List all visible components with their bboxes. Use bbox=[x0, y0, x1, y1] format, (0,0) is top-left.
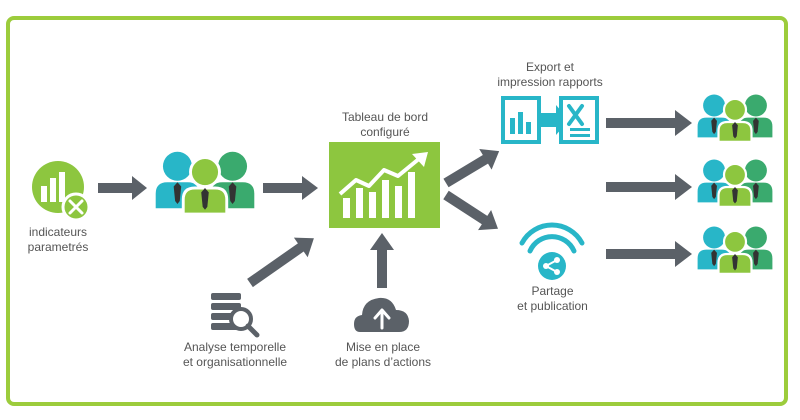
label-dashboard: Tableau de bord configuré bbox=[315, 110, 455, 140]
trend-chart-icon bbox=[329, 142, 440, 228]
arrow-dashboard-to-sharing bbox=[443, 190, 498, 231]
label-actions-line2: de plans d’actions bbox=[334, 355, 432, 369]
label-indicators: indicateurs parametrés bbox=[18, 225, 98, 255]
wifi-share-icon bbox=[519, 222, 585, 280]
arrow-team-to-dashboard bbox=[263, 176, 318, 200]
label-export-line1: Export et bbox=[525, 60, 575, 74]
flow-arrows bbox=[98, 110, 692, 288]
users-group-icon bbox=[156, 152, 255, 214]
label-dashboard-line2: configuré bbox=[360, 125, 410, 139]
label-analysis-line2: et organisationnelle bbox=[182, 355, 288, 369]
arrow-dashboard-to-export bbox=[443, 149, 500, 188]
cloud-upload-icon bbox=[354, 297, 409, 332]
arrow-analysis-to-dashboard bbox=[247, 237, 314, 288]
excel-export-icon bbox=[501, 96, 599, 144]
users-group-icon-middle bbox=[698, 160, 773, 207]
users-group-icon-top bbox=[698, 95, 773, 142]
arrow-middle-to-team bbox=[606, 174, 692, 200]
label-indicators-line2: parametrés bbox=[27, 240, 89, 254]
arrow-export-to-team-top bbox=[606, 110, 692, 136]
arrow-actions-to-dashboard bbox=[370, 233, 394, 288]
chart-settings-icon bbox=[32, 161, 91, 222]
arrow-indicators-to-team bbox=[98, 176, 147, 200]
label-dashboard-line1: Tableau de bord bbox=[341, 110, 429, 124]
label-actions: Mise en place de plans d’actions bbox=[318, 340, 448, 370]
label-actions-line1: Mise en place bbox=[345, 340, 421, 354]
label-sharing-line2: et publication bbox=[517, 299, 588, 313]
label-indicators-line1: indicateurs bbox=[28, 225, 88, 239]
label-sharing-line1: Partage bbox=[531, 284, 574, 298]
label-analysis: Analyse temporelle et organisationnelle bbox=[160, 340, 310, 370]
label-export: Export et impression rapports bbox=[480, 60, 620, 90]
label-export-line2: impression rapports bbox=[497, 75, 603, 89]
label-sharing: Partage et publication bbox=[495, 284, 610, 314]
users-group-icon-bottom bbox=[698, 227, 773, 274]
label-analysis-line1: Analyse temporelle bbox=[183, 340, 287, 354]
database-search-icon bbox=[211, 293, 260, 338]
arrow-sharing-to-team-bottom bbox=[606, 241, 692, 267]
